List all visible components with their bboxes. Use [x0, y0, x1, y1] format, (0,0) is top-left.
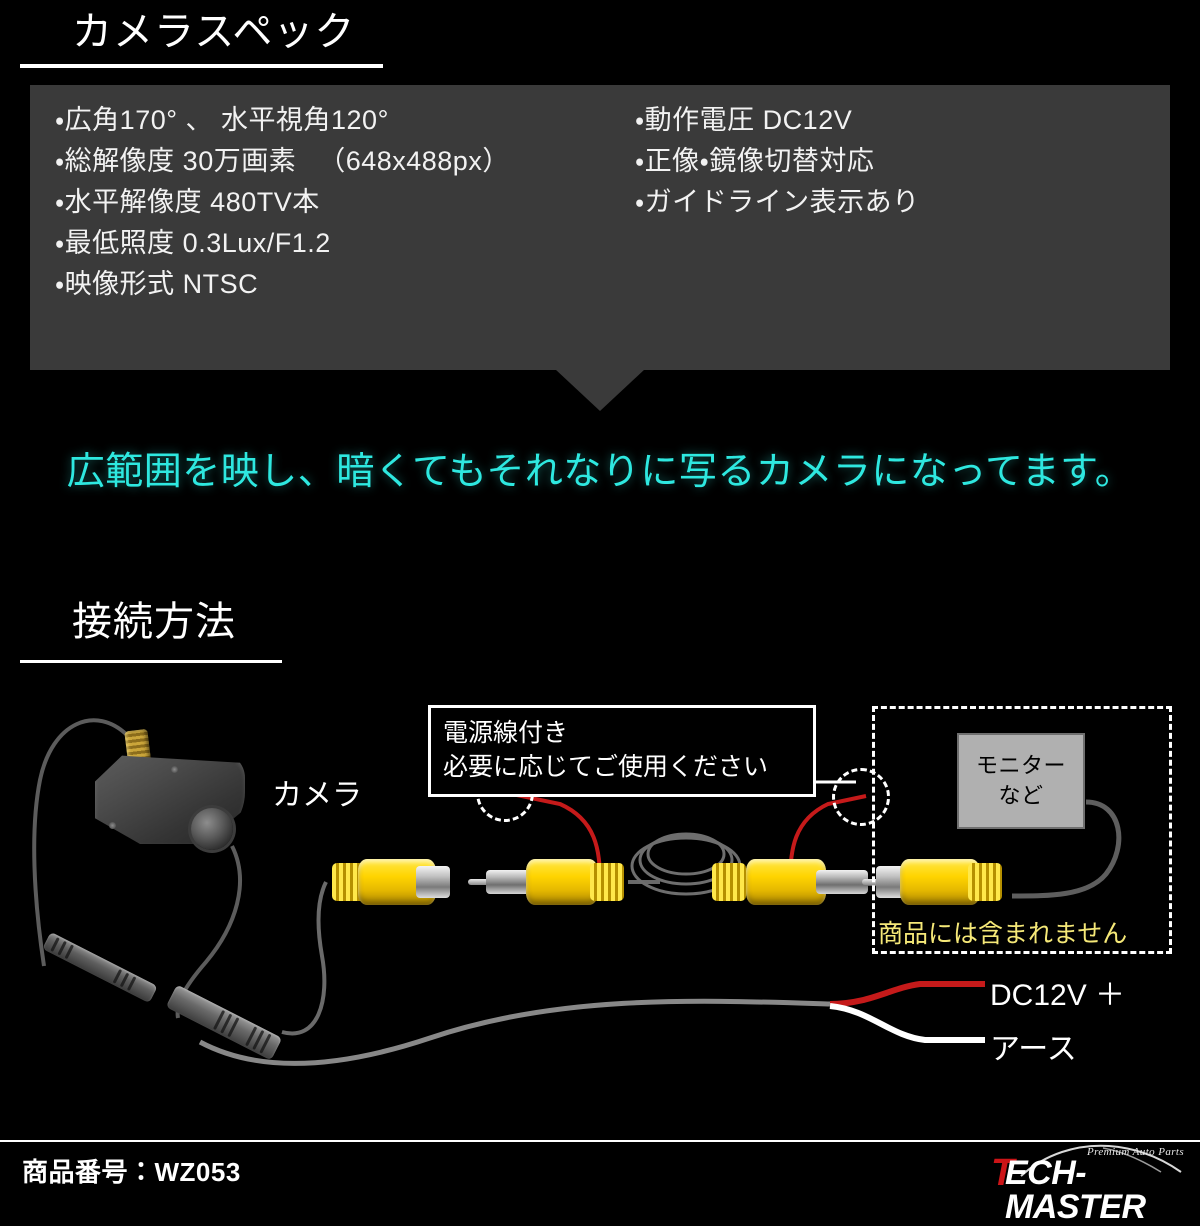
car-silhouette-icon — [1020, 1144, 1182, 1177]
wiring-diagram: カメラ — [0, 670, 1200, 1090]
spec-item: ・動作電圧 DC12V — [635, 105, 853, 135]
spec-item: ・総解像度 30万画素 （648x488px） — [55, 146, 510, 176]
spec-panel — [30, 85, 1170, 370]
rca-feed-cable — [281, 881, 328, 1036]
camera-unit — [95, 728, 245, 850]
rca-plug-extension-right — [712, 859, 888, 905]
rca-jack-camera — [330, 859, 450, 905]
rca-jack-monitor — [876, 859, 1004, 905]
camera-screw — [109, 822, 116, 829]
monitor-label-line-2: など — [998, 783, 1044, 808]
spec-item: ・水平解像度 480TV本 — [55, 187, 320, 217]
spec-item: ・映像形式 NTSC — [55, 269, 259, 299]
not-included-note: 商品には含まれません — [878, 920, 1128, 948]
power-harness — [198, 998, 831, 1066]
spec-panel-notch — [555, 369, 645, 411]
wiring-section-title: 接続方法 — [72, 600, 236, 644]
callout-line-1: 電源線付き — [443, 719, 569, 747]
spec-item: ・ガイドライン表示あり — [635, 187, 920, 217]
cable-paths — [32, 718, 985, 1066]
footer-divider — [0, 1140, 1200, 1142]
wiring-title-underline — [20, 660, 282, 663]
tagline-text: 広範囲を映し、暗くてもそれなりに写るカメラになってます。 — [66, 451, 1134, 493]
spec-section-title: カメラスペック — [72, 10, 356, 54]
brand-tagline: Premium Auto Parts — [1087, 1146, 1185, 1158]
spec-list-left: ・広角170° 、 水平視角120° ・総解像度 30万画素 （648x488p… — [55, 100, 510, 305]
monitor-region — [872, 706, 1172, 954]
spec-item: ・広角170° 、 水平視角120° — [55, 105, 389, 135]
spec-title-underline — [20, 64, 383, 68]
power-line-callout: 電源線付き 必要に応じてご使用ください — [428, 705, 816, 797]
product-spec-page: カメラスペック ・広角170° 、 水平視角120° ・総解像度 30万画素 （… — [0, 10, 1200, 1224]
dc12v-wire — [829, 981, 985, 1007]
spec-item: ・正像・鏡像切替対応 — [635, 146, 875, 176]
camera-antenna-cable — [32, 718, 130, 967]
brand-logo-t: T — [991, 1152, 1015, 1194]
camera-lens — [191, 808, 233, 850]
brand-logo: T ECH-MASTER Premium Auto Parts — [985, 1142, 1185, 1224]
spec-list-right: ・動作電圧 DC12V ・正像・鏡像切替対応 ・ガイドライン表示あり — [635, 100, 920, 223]
cable-coil — [638, 834, 734, 886]
cable-coil — [646, 832, 726, 876]
monitor-cable — [1011, 799, 1122, 899]
dc12v-label: DC12V ＋ — [990, 979, 1126, 1012]
ground-wire — [829, 1003, 985, 1043]
callout-line-2: 必要に応じてご使用ください — [443, 753, 769, 781]
product-sku: 商品番号：WZ053 — [22, 1157, 241, 1187]
monitor-label-box: モニター など — [957, 733, 1085, 829]
camera-label: カメラ — [272, 779, 362, 812]
ground-label: アース — [990, 1033, 1077, 1066]
power-tap-highlight-right — [832, 768, 890, 826]
rca-plug-extension-left — [468, 859, 628, 905]
monitor-label-line-1: モニター — [975, 753, 1066, 778]
spec-item: ・最低照度 0.3Lux/F1.2 — [55, 228, 331, 258]
brand-logo-word: ECH-MASTER — [1005, 1154, 1146, 1226]
camera-screw — [171, 766, 178, 773]
